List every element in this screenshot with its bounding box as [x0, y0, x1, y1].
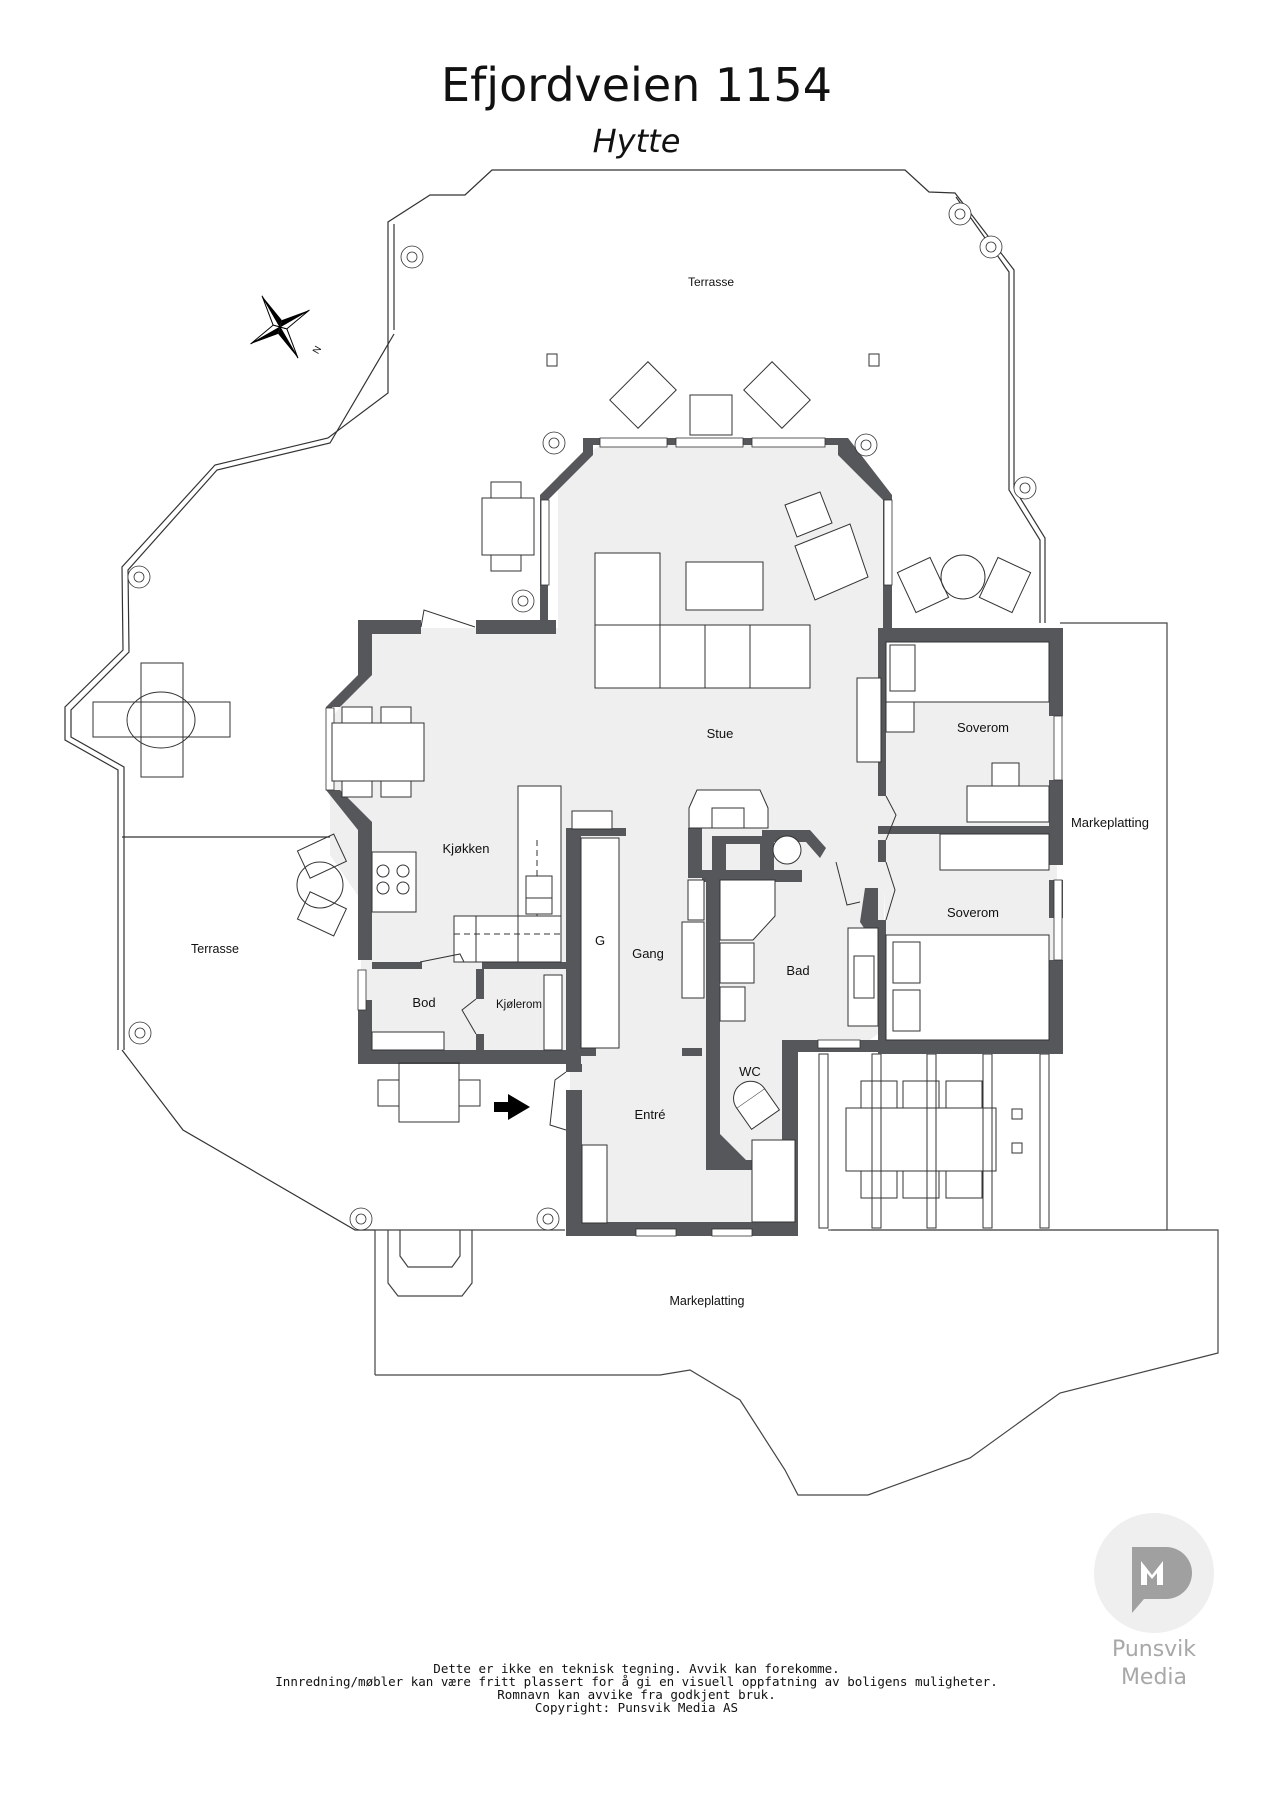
room-label-markeplatting-right: Markeplatting	[1071, 815, 1149, 830]
room-label-terrasse-top: Terrasse	[688, 275, 734, 289]
logo-text-line1: Punsvik	[1111, 1637, 1197, 1662]
room-label-soverom-1: Soverom	[957, 720, 1009, 735]
outdoor-furniture	[92, 353, 1032, 1123]
punsvik-media-logo	[1094, 1513, 1214, 1633]
room-label-stue: Stue	[707, 726, 734, 741]
disclaimer-line-3: Romnavn kan avvike fra godkjent bruk.	[497, 1687, 776, 1702]
room-label-kjolerom: Kjølerom	[496, 999, 542, 1011]
plants	[127, 202, 1037, 1231]
entry-arrow-icon	[494, 1094, 530, 1120]
pergola	[818, 1053, 1167, 1231]
room-label-kjokken: Kjøkken	[443, 841, 490, 856]
room-label-terrasse-left: Terrasse	[191, 942, 239, 956]
disclaimer: Dette er ikke en teknisk tegning. Avvik …	[0, 1662, 1273, 1714]
logo-text: Punsvik Media	[1074, 1636, 1234, 1692]
room-label-entre: Entré	[634, 1107, 665, 1122]
disclaimer-line-2: Innredning/møbler kan være fritt plasser…	[275, 1674, 998, 1689]
disclaimer-line-1: Dette er ikke en teknisk tegning. Avvik …	[433, 1661, 840, 1676]
room-label-markeplatting-bottom: Markeplatting	[669, 1294, 744, 1308]
doors	[419, 609, 897, 1131]
room-label-bod: Bod	[412, 995, 435, 1010]
outdoor-dining-set-right	[845, 1080, 1023, 1199]
windows	[325, 437, 1063, 1237]
room-label-gang: Gang	[632, 946, 664, 961]
room-label-bad: Bad	[786, 963, 809, 978]
room-label-garderobe: G	[595, 933, 605, 948]
page-title: Efjordveien 1154	[441, 58, 832, 112]
page-subtitle: Hytte	[592, 122, 681, 160]
markeplatting-outline	[374, 622, 1219, 1496]
disclaimer-line-4: Copyright: Punsvik Media AS	[534, 1700, 739, 1715]
room-label-soverom-2: Soverom	[947, 905, 999, 920]
logo-mark-icon	[1132, 1547, 1192, 1613]
furniture	[331, 491, 1050, 1224]
room-label-wc: WC	[739, 1064, 761, 1079]
compass-north-label: N	[311, 344, 324, 356]
compass-icon	[250, 295, 310, 359]
terrace-outline	[64, 169, 1046, 1231]
logo-text-line2: Media	[1120, 1665, 1188, 1690]
